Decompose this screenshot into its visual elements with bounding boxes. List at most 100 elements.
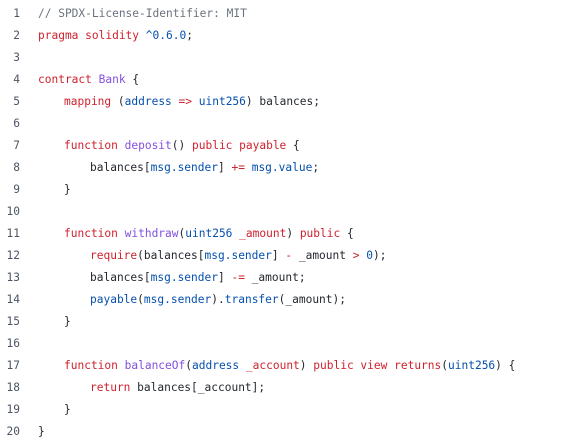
code-line: 7 function deposit() public payable { (0, 135, 586, 157)
code-text: } (38, 421, 45, 443)
code-token: _amount; (244, 271, 306, 284)
code-line: 2 pragma solidity ^0.6.0; (0, 25, 586, 47)
code-token: Bank (98, 73, 126, 86)
code-line: 10 (0, 201, 586, 223)
code-token: require (90, 249, 138, 262)
code-token: address (192, 359, 240, 372)
code-token: ] (271, 249, 286, 262)
line-number: 19 (6, 403, 20, 416)
code-token: ] (217, 161, 232, 174)
line-number: 14 (6, 293, 20, 306)
code-token: ) balances; (245, 95, 320, 108)
code-token: contract (38, 73, 99, 86)
code-token: msg.value (251, 161, 313, 174)
code-token: += (231, 161, 245, 174)
code-token: > (352, 249, 360, 262)
line-number: 20 (6, 425, 20, 438)
code-token: ( (185, 359, 192, 372)
code-text: balances[msg.sender] += msg.value; (90, 157, 319, 179)
line-number: 5 (13, 95, 20, 108)
code-token: balances[ (90, 161, 151, 174)
code-text: payable(msg.sender).transfer(_amount); (90, 289, 346, 311)
line-number: 10 (6, 205, 20, 218)
code-token: 0 (366, 249, 373, 262)
line-number: 4 (13, 73, 20, 86)
code-token: function (64, 359, 125, 372)
code-token: pragma solidity (38, 29, 146, 42)
code-text: mapping (address => uint256) balances; (64, 91, 320, 113)
code-text: function deposit() public payable { (64, 135, 300, 157)
line-number: 3 (13, 51, 20, 64)
code-token: -= (231, 271, 245, 284)
code-token: } (64, 315, 71, 328)
code-line: 13 balances[msg.sender] -= _amount; (0, 267, 586, 289)
line-number: 16 (6, 337, 20, 350)
code-token: ( (178, 227, 186, 240)
line-number: 13 (6, 271, 20, 284)
code-token: deposit (124, 139, 172, 152)
code-line: 14 payable(msg.sender).transfer(_amount); (0, 289, 586, 311)
code-token: msg.sender (143, 293, 212, 306)
line-number: 1 (13, 7, 20, 20)
code-token: balances[_account]; (130, 381, 266, 394)
code-token: uint256 (185, 227, 233, 240)
code-token: uint256 (198, 95, 246, 108)
code-token: ( (111, 95, 125, 108)
code-token: public payable (192, 139, 287, 152)
code-token: ) (286, 227, 300, 240)
code-token: withdraw (124, 227, 179, 240)
code-line: 6 (0, 113, 586, 135)
line-number: 2 (13, 29, 20, 42)
code-token: => (171, 95, 199, 108)
code-token: { (286, 139, 300, 152)
code-line: 5 mapping (address => uint256) balances; (0, 91, 586, 113)
code-line: 1 // SPDX-License-Identifier: MIT (0, 3, 586, 25)
code-token: return (90, 381, 131, 394)
line-number: 7 (13, 139, 20, 152)
code-text: balances[msg.sender] -= _amount; (90, 267, 306, 289)
code-token: { (340, 227, 354, 240)
code-text: // SPDX-License-Identifier: MIT (38, 3, 247, 25)
code-line: 16 (0, 333, 586, 355)
code-token: ^0.6.0 (145, 29, 187, 42)
code-token: } (38, 425, 45, 438)
code-text: contract Bank { (38, 69, 139, 91)
code-text: } (64, 399, 71, 421)
code-token: transfer (224, 293, 279, 306)
code-token: ) { (495, 359, 516, 372)
code-token: _amount (292, 249, 353, 262)
code-token: balanceOf (124, 359, 186, 372)
code-token: public (299, 227, 341, 240)
code-token: function (64, 227, 125, 240)
code-token: ] (217, 271, 232, 284)
line-number: 6 (13, 117, 20, 130)
code-token: ). (211, 293, 225, 306)
code-token: function (64, 139, 125, 152)
code-line: 4 contract Bank { (0, 69, 586, 91)
code-token (239, 359, 246, 372)
code-token: uint256 (448, 359, 496, 372)
line-number: 11 (6, 227, 20, 240)
line-number: 15 (6, 315, 20, 328)
code-text: function balanceOf(address _account) pub… (64, 355, 515, 377)
code-text: } (64, 179, 71, 201)
code-token: - (285, 249, 293, 262)
code-token: ( (441, 359, 449, 372)
code-token: msg.sender (150, 271, 218, 284)
code-token (245, 161, 252, 174)
code-token: ; (186, 29, 193, 42)
code-token: ; (312, 161, 320, 174)
code-text: return balances[_account]; (90, 377, 265, 399)
code-token: payable (90, 293, 138, 306)
code-token: _account (245, 359, 300, 372)
line-number: 17 (6, 359, 20, 372)
code-line: 20} (0, 421, 586, 443)
code-token: msg.sender (204, 249, 272, 262)
code-text: require(balances[msg.sender] - _amount >… (90, 245, 386, 267)
code-token: { (125, 73, 140, 86)
